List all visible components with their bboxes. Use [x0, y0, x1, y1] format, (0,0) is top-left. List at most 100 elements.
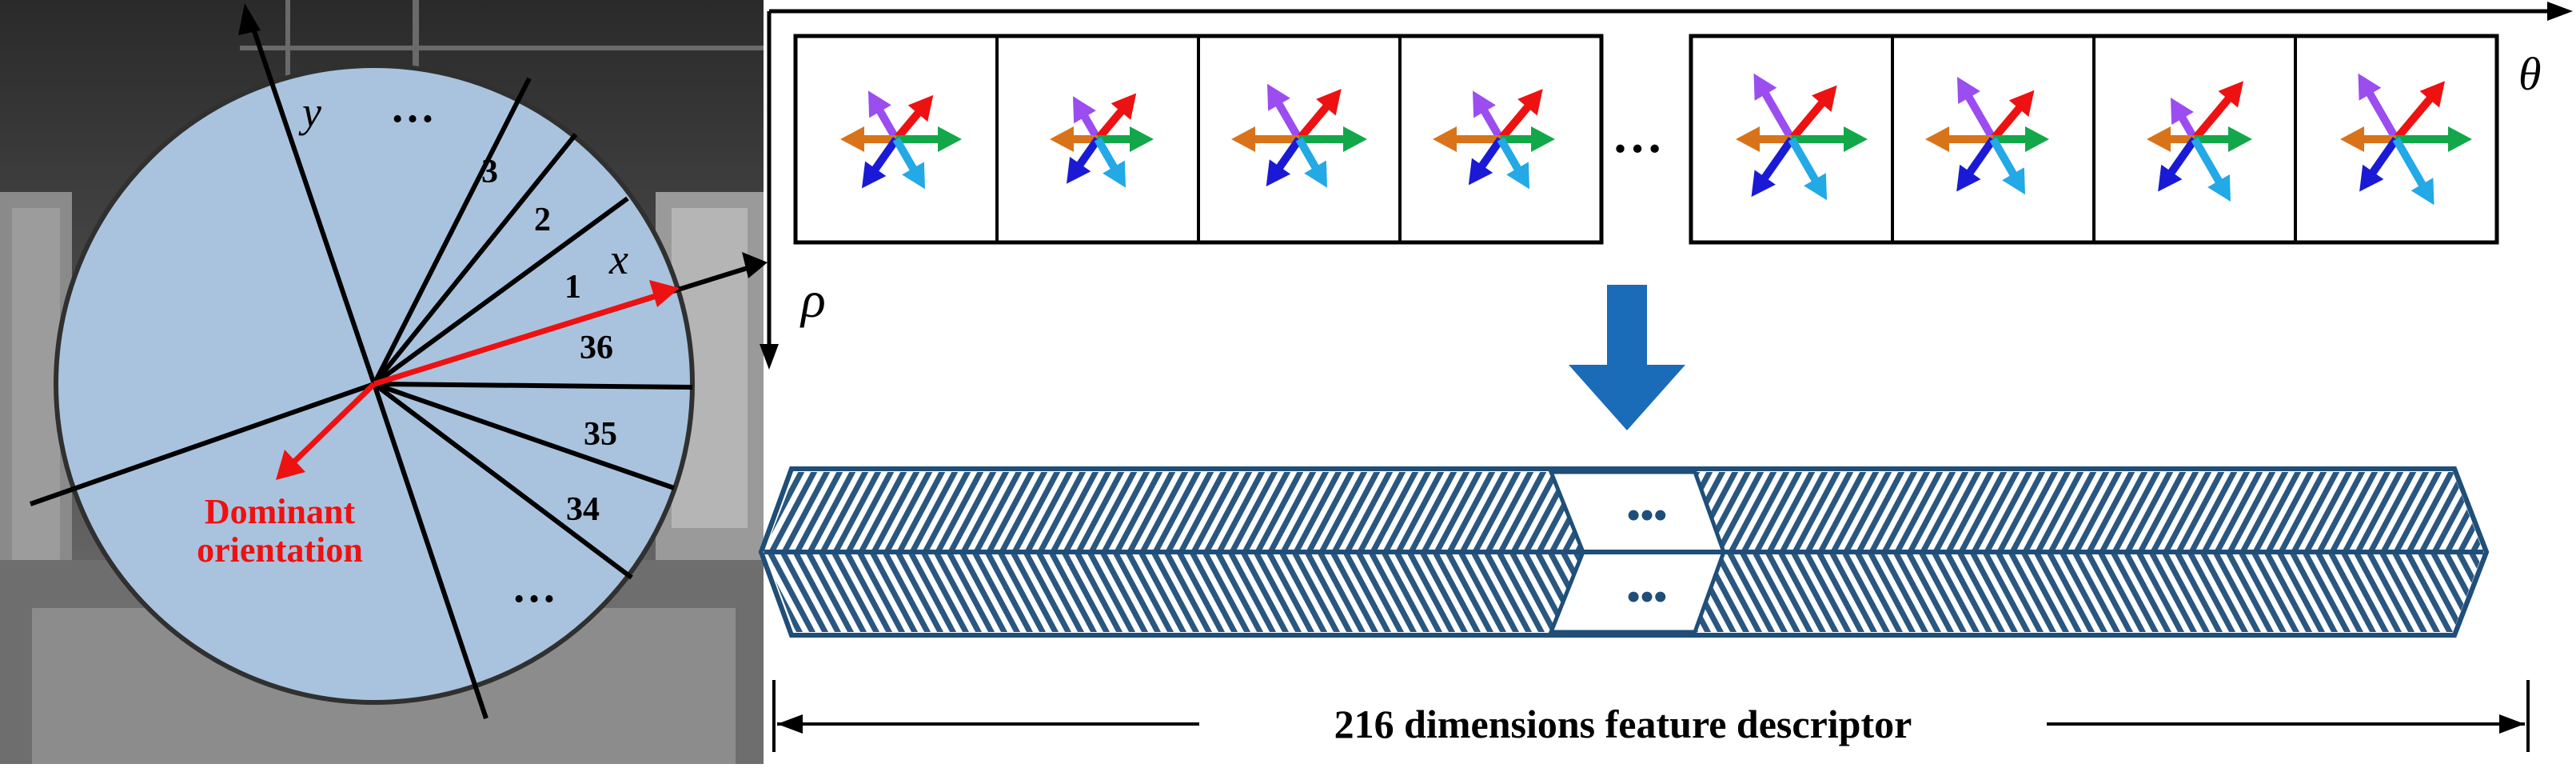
orientation-arrow-head: [1103, 160, 1126, 188]
orientation-arrow-head: [907, 94, 934, 122]
hatched-segment-top-left: [764, 472, 1583, 552]
theta-axis: [769, 2, 2573, 21]
orientation-arrow-head: [868, 90, 891, 118]
descriptor-caption: 216 dimensions feature descriptor: [1334, 702, 1912, 746]
orientation-arrow-head: [1844, 126, 1868, 152]
dominant-orientation-label-line2: orientation: [197, 530, 363, 570]
orientation-arrow-head: [2228, 126, 2252, 152]
orientation-arrow-shaft: [1296, 98, 1334, 142]
orientation-arrow-head: [2158, 164, 2183, 192]
orientation-arrow-head: [1130, 126, 1154, 152]
sector-line: [373, 382, 633, 580]
orientation-arrow-shaft: [1962, 137, 1997, 182]
orientation-arrow-head: [1925, 126, 1949, 152]
orientation-arrow-head: [1957, 77, 1980, 105]
descriptor-dots-bottom: •••: [1627, 576, 1667, 618]
orientation-arrow-head: [1736, 126, 1760, 152]
sector-label: 2: [534, 202, 551, 238]
descriptor-dots-top: •••: [1627, 494, 1667, 537]
down-arrow: [1569, 285, 1685, 430]
orientation-arrow-shaft: [2363, 85, 2400, 142]
orientation-arrow-head: [1316, 89, 1342, 116]
orientation-arrow-head: [2025, 126, 2049, 152]
orientation-arrow-head: [2218, 81, 2244, 108]
orientation-arrow-head: [2411, 178, 2434, 206]
sector-line: [373, 382, 693, 390]
orientation-arrow-head: [1517, 89, 1543, 116]
sector-label: 36: [580, 330, 613, 366]
orientation-arrow-head: [2207, 174, 2231, 202]
orientation-arrow-head: [902, 162, 925, 190]
dimension-line: [772, 680, 2530, 752]
rho-label: ρ: [800, 271, 826, 328]
hatched-segment-top-right: [1695, 472, 2483, 552]
hatched-segment-bottom-right: [1695, 552, 2483, 632]
hatched-segment-bottom-left: [764, 552, 1583, 632]
orientation-arrow-head: [2358, 73, 2382, 101]
orientation-arrow-shaft: [2163, 137, 2199, 182]
orientation-cell: [2294, 34, 2498, 244]
orientation-arrow-head: [938, 126, 962, 152]
dominant-orientation-label-line1: Dominant: [205, 492, 356, 531]
orientation-arrow-head: [1473, 90, 1496, 118]
orientation-arrow-shaft: [2191, 137, 2227, 190]
sector-lines: [30, 77, 693, 719]
orientation-arrow-head: [1050, 126, 1074, 152]
orientation-arrow-shaft: [1961, 88, 1997, 142]
orientation-arrow-head: [2340, 126, 2364, 152]
orientation-arrow-head: [2419, 81, 2446, 108]
orientation-arrow-head: [1343, 126, 1367, 152]
sector-label: 34: [566, 491, 600, 528]
theta-label: θ: [2518, 48, 2542, 100]
orientation-arrow-head: [2448, 126, 2472, 152]
y-axis-label: y: [298, 88, 321, 136]
orientation-arrow-shaft: [2191, 90, 2237, 142]
orientation-arrow-shaft: [1788, 94, 1830, 142]
sector-label: 3: [481, 154, 498, 190]
orientation-arrow-shaft: [1788, 137, 1823, 189]
orientation-arrow-head: [1531, 126, 1555, 152]
orientation-arrow-head: [1812, 85, 1837, 112]
sector-label: 35: [584, 416, 617, 453]
orientation-arrow-head: [1506, 162, 1529, 190]
orientation-arrow-head: [1433, 126, 1457, 152]
sector-line: [372, 133, 578, 386]
red-reference-arrow: [373, 280, 680, 387]
rho-axis: [760, 11, 779, 370]
orientation-arrow-head: [1753, 73, 1777, 101]
orientation-cell: [1398, 34, 1603, 244]
orientation-arrow-head: [861, 161, 887, 189]
sector-ellipsis-top: …: [390, 82, 435, 132]
sector-line: [372, 77, 532, 386]
x-axis-label: x: [608, 235, 628, 283]
orientation-arrow-head: [1804, 173, 1827, 201]
sector-label: 1: [564, 269, 581, 306]
orientation-arrow-shaft: [1497, 98, 1536, 142]
dominant-orientation-arrow: [276, 382, 377, 480]
orientation-arrow-shaft: [1758, 85, 1796, 142]
orientation-arrow-head: [1231, 126, 1255, 152]
descriptor-bar: [758, 466, 2490, 638]
orientation-arrow-head: [1468, 158, 1493, 186]
orientation-arrow-shaft: [1990, 99, 2028, 142]
sector-line: [30, 382, 375, 506]
orientation-arrow-head: [1111, 93, 1137, 120]
sector-ellipsis-bottom: …: [512, 562, 556, 612]
orientation-arrow-head: [1304, 160, 1327, 188]
y-axis: [238, 3, 377, 385]
orientation-arrow-head: [2147, 126, 2171, 152]
orientation-arrow-head: [1956, 164, 1981, 192]
orientation-cells: [793, 34, 2499, 245]
sector-line: [373, 382, 675, 490]
orientation-arrow-head: [2008, 90, 2035, 117]
orientation-arrow-shaft: [2393, 90, 2438, 142]
sector-line: [373, 196, 629, 386]
orientation-arrow-head: [2002, 167, 2025, 195]
orientation-arrow-head: [1073, 96, 1096, 124]
orientation-arrow-head: [1066, 156, 1091, 184]
orientation-arrow-shaft: [1757, 137, 1796, 186]
orientation-arrow-shaft: [2365, 137, 2400, 182]
orientation-arrow-head: [2359, 164, 2384, 192]
